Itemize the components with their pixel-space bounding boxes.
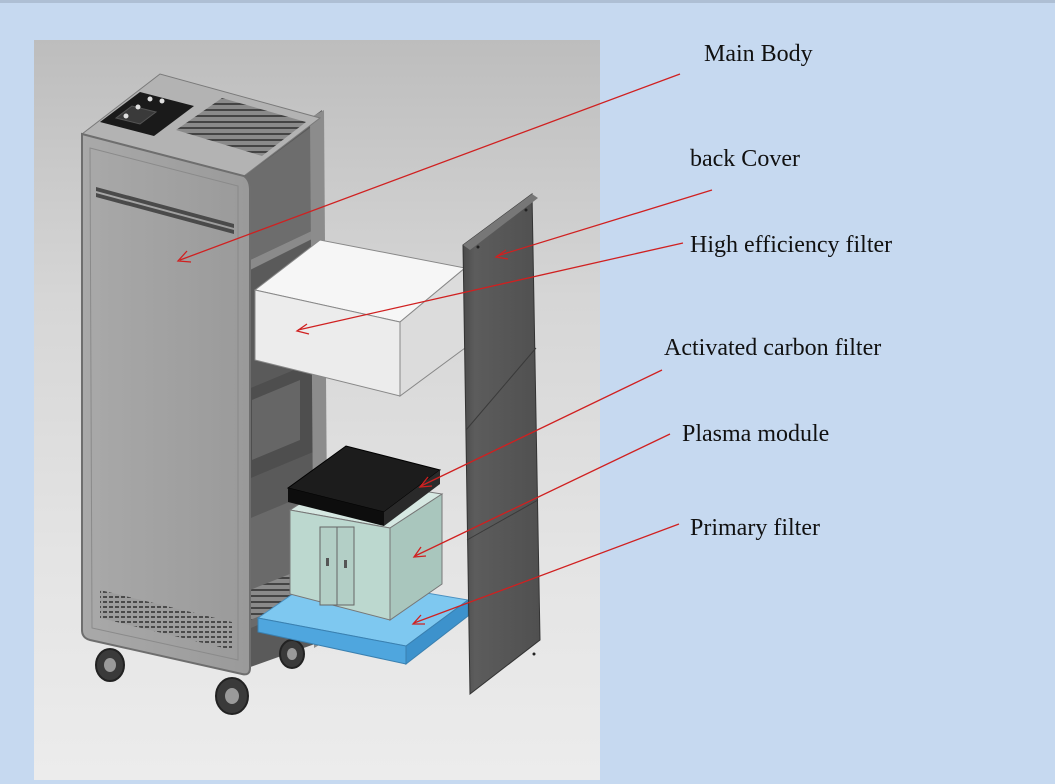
high-efficiency-filter (253, 239, 467, 397)
label-primary-filter: Primary filter (690, 515, 820, 541)
front-lower-vents (100, 590, 232, 650)
top-air-outlet-grill (176, 98, 306, 156)
control-button-icon (159, 98, 165, 104)
caster-wheels (95, 639, 305, 715)
leader-primary-filter (411, 523, 680, 625)
body-front-panel (81, 132, 251, 676)
back-cover (462, 193, 541, 696)
activated-carbon-filter (286, 445, 442, 526)
body-lower-grill (250, 570, 300, 620)
body-upper-shelf (246, 122, 318, 262)
cover-seam (466, 499, 539, 541)
body-front-inset (89, 147, 239, 661)
control-button-icon (147, 96, 153, 102)
leader-high-efficiency-filter (295, 242, 684, 335)
leader-plasma-module (412, 433, 671, 558)
label-activated-carbon-filter: Activated carbon filter (664, 335, 882, 361)
control-button-icon (123, 113, 129, 119)
screw-icon (532, 652, 536, 656)
leader-activated-carbon-filter (418, 369, 663, 488)
screw-icon (476, 245, 480, 249)
door-handle-icon (344, 560, 347, 568)
leader-lines (176, 73, 713, 625)
leader-main-body (176, 73, 681, 263)
label-plasma-module: Plasma module (682, 421, 830, 447)
front-upper-vents (96, 187, 234, 234)
label-high-efficiency-filter: High efficiency filter (690, 232, 893, 258)
control-button-icon (135, 104, 141, 110)
control-panel-screen (114, 105, 158, 125)
window-top-border (0, 0, 1055, 3)
door-handle-icon (326, 558, 329, 566)
label-back-cover: back Cover (690, 146, 800, 172)
body-shelf-edge (246, 228, 318, 272)
label-main-body: Main Body (704, 41, 813, 67)
body-blower-housing (252, 380, 300, 460)
leader-back-cover (494, 189, 713, 260)
cover-seam (465, 347, 537, 431)
screw-icon (524, 208, 528, 212)
